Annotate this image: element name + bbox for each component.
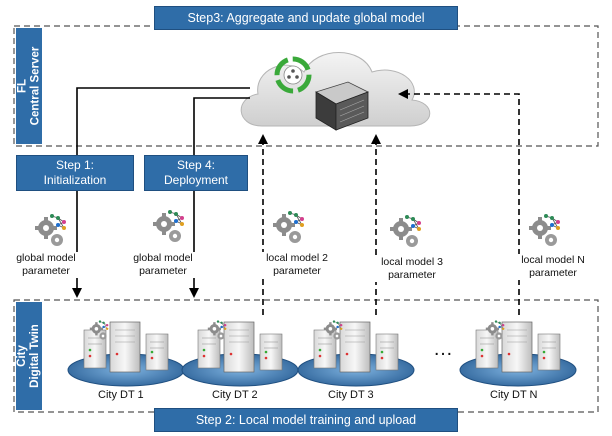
upload-arrow-n bbox=[398, 89, 520, 315]
gear-network-icon bbox=[528, 213, 561, 247]
step1-line1: Step 1: bbox=[55, 158, 95, 172]
step3-label: Step3: Aggregate and update global model bbox=[187, 11, 425, 25]
step4-line2: Deployment bbox=[163, 173, 229, 187]
server-rack-icon bbox=[315, 81, 369, 131]
step4-box: Step 4: Deployment bbox=[144, 155, 248, 191]
server-tab-line2: Central Server bbox=[29, 46, 41, 126]
server-cluster-icon bbox=[67, 321, 185, 387]
server-cluster-icon bbox=[297, 321, 415, 387]
city-label-n: City DT N bbox=[490, 389, 538, 401]
step2-box: Step 2: Local model training and upload bbox=[154, 408, 458, 432]
gear-network-icon bbox=[272, 210, 305, 244]
gear-network-icon bbox=[34, 213, 67, 247]
city-tab-line1: City bbox=[16, 345, 29, 367]
step1-line2: Initialization bbox=[43, 173, 107, 187]
city-label-3: City DT 3 bbox=[328, 389, 374, 401]
server-tab-line1: FL bbox=[16, 78, 28, 94]
server-cluster-icon bbox=[459, 321, 577, 387]
step1-box: Step 1: Initialization bbox=[16, 155, 134, 191]
recycle-icon bbox=[274, 56, 312, 94]
deploy-arrow bbox=[189, 97, 250, 298]
init-arrow bbox=[72, 87, 250, 298]
server-cluster-icon bbox=[181, 321, 299, 387]
city-tab-line2: Digital Twin bbox=[29, 324, 42, 388]
gear-network-icon bbox=[389, 214, 422, 248]
step4-line1: Step 4: bbox=[176, 158, 216, 172]
ellipsis: … bbox=[433, 338, 454, 360]
gear-network-icon bbox=[152, 209, 185, 243]
step2-label: Step 2: Local model training and upload bbox=[195, 413, 417, 427]
step3-box: Step3: Aggregate and update global model bbox=[154, 6, 458, 30]
city-label-1: City DT 1 bbox=[98, 389, 144, 401]
city-frame bbox=[13, 299, 599, 413]
city-label-2: City DT 2 bbox=[212, 389, 258, 401]
